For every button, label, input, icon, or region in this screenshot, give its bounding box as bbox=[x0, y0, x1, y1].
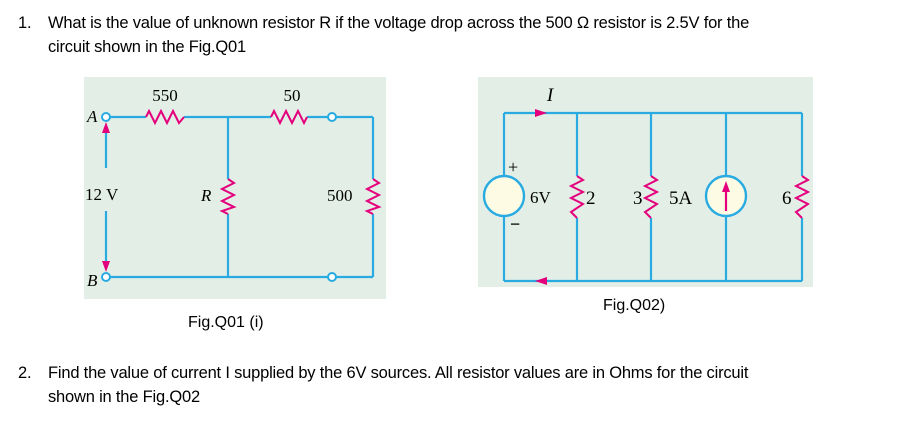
node-b-terminal bbox=[101, 272, 111, 282]
label-r: R bbox=[200, 186, 212, 205]
label-minus: − bbox=[510, 214, 520, 234]
resistor-50 bbox=[270, 108, 308, 126]
figure-q01-circuit: 550 50 A B 12 V R 500 bbox=[84, 77, 386, 299]
resistor-550 bbox=[145, 108, 185, 126]
figure-q02-circuit: I + − 6V 2 3 5A 6 bbox=[478, 77, 813, 287]
label-plus: + bbox=[508, 157, 518, 177]
label-r6: 6 bbox=[782, 188, 792, 209]
resistor-2 bbox=[568, 175, 586, 219]
current-arrow-right-icon bbox=[535, 109, 547, 117]
figure-q01-caption: Fig.Q01 (i) bbox=[188, 314, 264, 331]
label-50: 50 bbox=[284, 86, 301, 105]
open-terminal-top bbox=[327, 112, 337, 122]
label-r3: 3 bbox=[633, 188, 643, 209]
label-12v: 12 V bbox=[85, 185, 119, 204]
label-node-a: A bbox=[86, 107, 98, 126]
question-2-number: 2. bbox=[18, 364, 32, 382]
question-1-line-2: circuit shown in the Fig.Q01 bbox=[48, 38, 246, 56]
label-current-i: I bbox=[546, 85, 555, 106]
question-1-line-1: What is the value of unknown resistor R … bbox=[48, 14, 750, 32]
figure-q02-background bbox=[478, 77, 813, 287]
resistor-r bbox=[219, 178, 237, 215]
voltage-arrow-down-icon bbox=[102, 261, 110, 272]
question-2-line-1: Find the value of current I supplied by … bbox=[48, 364, 749, 382]
question-2-line-2: shown in the Fig.Q02 bbox=[48, 388, 200, 406]
figure-q02-wires bbox=[502, 111, 804, 283]
resistor-500 bbox=[364, 178, 382, 215]
label-5a: 5A bbox=[669, 188, 693, 209]
label-500: 500 bbox=[327, 186, 353, 205]
label-node-b: B bbox=[87, 271, 98, 290]
current-arrow-left-icon bbox=[535, 277, 547, 285]
open-terminal-bottom bbox=[327, 272, 337, 282]
label-6v: 6V bbox=[530, 188, 552, 207]
voltage-arrow-up-icon bbox=[102, 122, 110, 133]
node-a-terminal bbox=[101, 112, 111, 122]
voltage-source-6v bbox=[482, 174, 526, 218]
resistor-6 bbox=[793, 175, 811, 219]
resistor-3 bbox=[642, 175, 660, 219]
label-r2: 2 bbox=[586, 188, 596, 209]
current-source-arrow-up-icon bbox=[722, 181, 730, 192]
figure-q02-caption: Fig.Q02) bbox=[603, 297, 666, 314]
label-550: 550 bbox=[152, 86, 178, 105]
figure-q01-wires bbox=[104, 115, 375, 279]
question-1-number: 1. bbox=[18, 14, 32, 32]
